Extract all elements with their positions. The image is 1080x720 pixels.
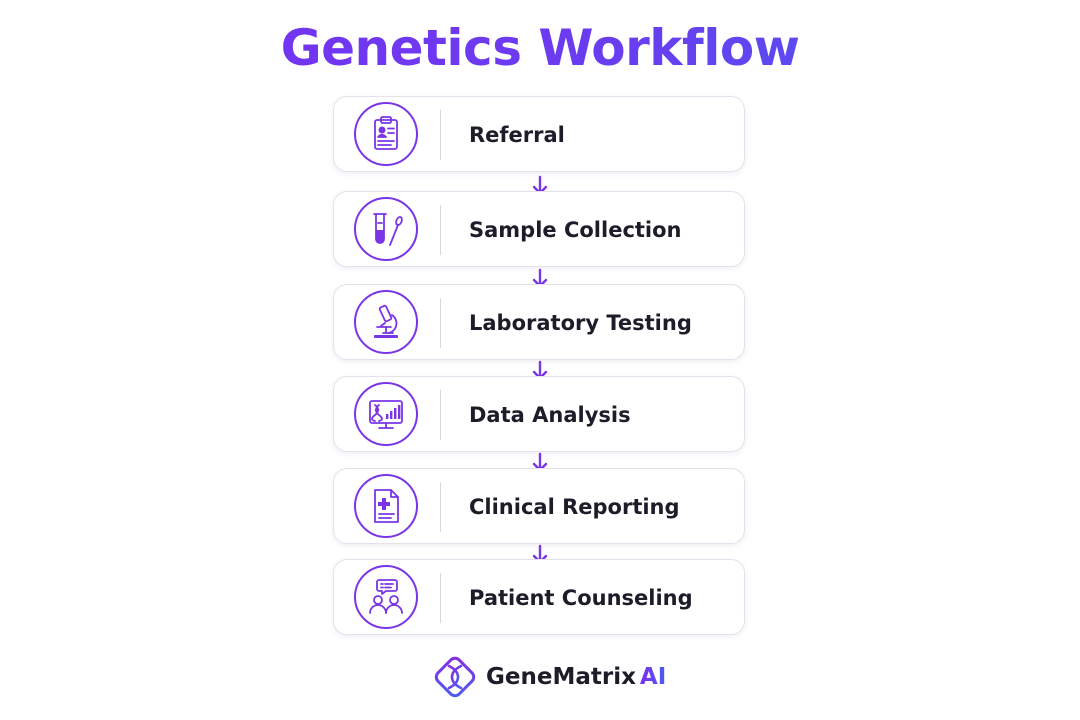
card-divider [440, 205, 441, 255]
step-card-patient-counseling: Patient Counseling [333, 559, 745, 635]
step-card-referral: Referral [333, 96, 745, 172]
medical-report-icon [354, 474, 418, 538]
step-label: Data Analysis [469, 403, 631, 427]
step-card-laboratory-testing: Laboratory Testing [333, 284, 745, 360]
test-tube-swab-icon [354, 197, 418, 261]
card-divider [440, 298, 441, 348]
step-label: Laboratory Testing [469, 311, 692, 335]
step-label: Referral [469, 123, 565, 147]
clipboard-icon [354, 102, 418, 166]
monitor-dna-chart-icon [354, 382, 418, 446]
card-divider [440, 110, 441, 160]
step-card-clinical-reporting: Clinical Reporting [333, 468, 745, 544]
brand-logo: GeneMatrix AI [432, 654, 666, 700]
brand-suffix: AI [639, 664, 667, 690]
step-label: Patient Counseling [469, 586, 693, 610]
step-card-sample-collection: Sample Collection [333, 191, 745, 267]
card-divider [440, 390, 441, 440]
microscope-icon [354, 290, 418, 354]
dna-logo-icon [434, 656, 476, 698]
card-divider [440, 482, 441, 532]
card-divider [440, 573, 441, 623]
people-chat-icon [354, 565, 418, 629]
brand-name: GeneMatrix [486, 664, 636, 690]
step-label: Clinical Reporting [469, 495, 680, 519]
step-card-data-analysis: Data Analysis [333, 376, 745, 452]
page-title: Genetics Workflow [0, 14, 1080, 82]
step-label: Sample Collection [469, 218, 682, 242]
